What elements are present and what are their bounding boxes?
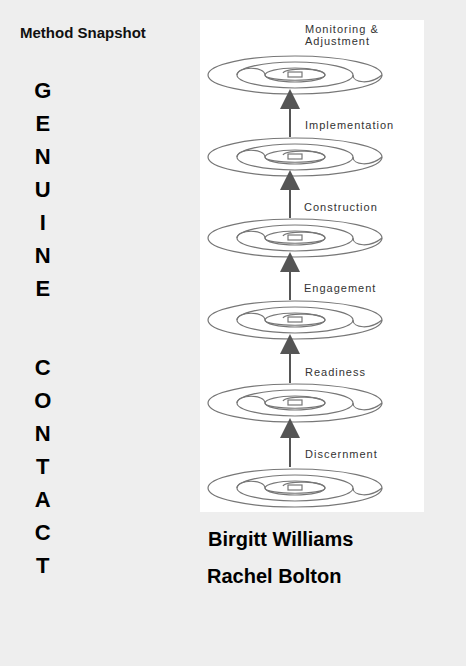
vertical-word: CONTACT <box>34 351 52 582</box>
author-name: Birgitt Williams <box>208 528 353 551</box>
stage-label: Engagement <box>303 282 377 294</box>
stage-label: Implementation <box>304 119 395 131</box>
title-text: Method Snapshot <box>20 24 146 41</box>
vertical-word: GENUINE <box>34 74 52 305</box>
stage-label: Readiness <box>304 366 367 378</box>
stage-label: Discernment <box>304 448 379 460</box>
author-name: Rachel Bolton <box>207 565 341 588</box>
stage-label: Monitoring & Adjustment <box>304 23 406 47</box>
stage-label: Construction <box>303 201 379 213</box>
